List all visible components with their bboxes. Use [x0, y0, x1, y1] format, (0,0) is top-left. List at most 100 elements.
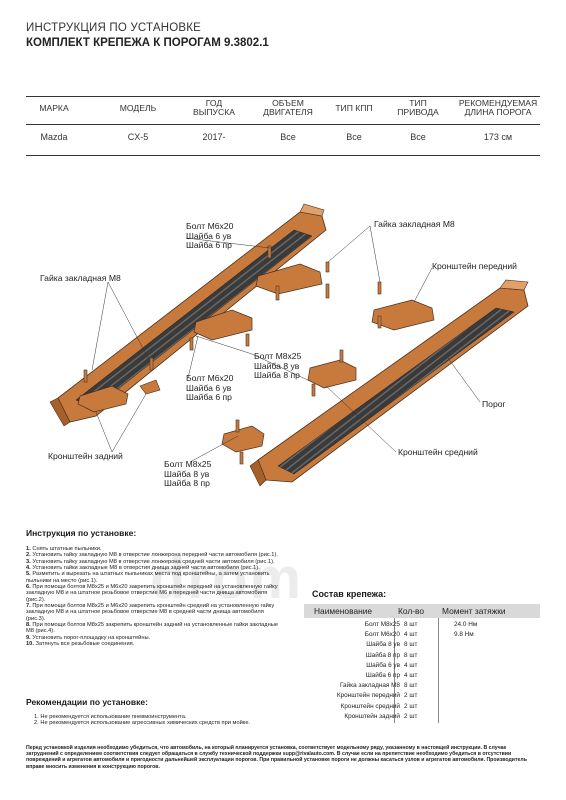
- kit-item-name: Кронштейн передний: [336, 692, 400, 700]
- exploded-view-drawing: [49, 203, 529, 487]
- kit-item-qty: 2 шт: [404, 692, 418, 700]
- list-item: 1. Не рекомендуется использование пневмо…: [34, 714, 187, 720]
- table-bottom-rule: [26, 155, 540, 156]
- list-item: 8. При помощи болтов M8x25 закрепить кро…: [26, 622, 279, 635]
- col-year: ГОД ВЫПУСКА 2017-: [190, 96, 238, 156]
- list-item: 4. Установить гайки закладные M8 в отвер…: [26, 565, 260, 572]
- kit-item-name: Шайба 8 ув: [366, 641, 400, 649]
- kit-col-torque: Момент затяжки: [442, 606, 506, 616]
- label-bolt-m8-mid: Болт M8x25 Шайба 8 ув Шайба 8 пр: [254, 351, 302, 380]
- label-bolt-m8-bottom: Болт M8x25 Шайба 8 ув Шайба 8 пр: [164, 459, 212, 488]
- installation-diagram: Болт M6x20 Шайба 6 ув Шайба 6 пр Гайка з…: [0, 190, 566, 510]
- col-drive: ТИП ПРИВОДА Все: [390, 96, 446, 156]
- label-bracket-rear: Кронштейн задний: [48, 451, 123, 461]
- kit-item-qty: 8 шт: [404, 682, 418, 690]
- table-mid-rule: [26, 124, 540, 125]
- col-header: МАРКА: [39, 103, 69, 113]
- leader-lines: [91, 225, 481, 463]
- label-nut-m8-right: Гайка закладная M8: [374, 219, 455, 229]
- instructions-list: 1. Снять штатные пыльники. 2. Установить…: [26, 546, 281, 648]
- kit-item-qty: 4 шт: [404, 631, 418, 639]
- kit-item-qty: 2 шт: [404, 712, 418, 720]
- col-value: Mazda: [40, 132, 68, 142]
- document-subtitle: КОМПЛЕКТ КРЕПЕЖА К ПОРОГАМ 9.3802.1: [26, 37, 269, 49]
- table-top-rule: [26, 96, 540, 97]
- list-item: 5. Разметить и вырезать на штатных пыльн…: [26, 571, 270, 584]
- bracket-front-right: [371, 299, 435, 331]
- sill-right: [249, 279, 529, 487]
- table-row: Шайба 8 пр 8 шт: [304, 652, 540, 661]
- kit-item-name: Болт M6x20: [364, 631, 400, 639]
- col-value: Все: [346, 132, 362, 142]
- kit-item-name: Кронштейн задний: [344, 712, 400, 720]
- list-item: 2. Не рекомендуется использование агресс…: [34, 720, 251, 727]
- bracket-front-left: [255, 263, 323, 295]
- list-item: 3. Установить гайку закладную M8 в отвер…: [26, 558, 275, 565]
- kit-item-name: Болт M8x25: [364, 621, 400, 628]
- label-bracket-middle: Кронштейн средний: [398, 447, 478, 457]
- kit-item-name: Шайба 6 ув: [366, 661, 400, 669]
- col-value: 173 см: [483, 132, 513, 142]
- bracket-middle-left: [193, 309, 253, 341]
- table-row: Гайка закладная M8 8 шт: [304, 682, 540, 691]
- col-header: ОБЪЕМ ДВИГАТЕЛЯ: [263, 98, 313, 117]
- kit-item-qty: 8 шт: [404, 621, 418, 628]
- col-value: Все: [410, 132, 426, 142]
- label-sill: Порог: [482, 399, 506, 409]
- list-item: 6. При помощи болтов M8x25 и M6x20 закре…: [26, 584, 278, 603]
- col-header: ГОД ВЫПУСКА: [193, 98, 235, 117]
- bracket-rear-left: [77, 379, 161, 413]
- sill-left: [49, 203, 327, 427]
- table-row: Шайба 8 ув 8 шт: [304, 641, 540, 650]
- table-row: Шайба 6 ув 4 шт: [304, 662, 540, 671]
- list-item: 9. Установить порог-площадку на кронштей…: [26, 634, 151, 641]
- list-item: 10. Затянуть все резьбовые соединения.: [26, 641, 135, 648]
- recommendations-heading: Рекомендации по установке:: [26, 697, 148, 707]
- list-item: 7. При помощи болтов M8x25 и M6x20 закре…: [26, 603, 275, 622]
- col-engine: ОБЪЕМ ДВИГАТЕЛЯ Все: [260, 96, 316, 156]
- document-title: ИНСТРУКЦИЯ ПО УСТАНОВКЕ: [26, 22, 202, 34]
- kit-item-qty: 4 шт: [404, 661, 418, 669]
- kit-col-name: Наименование: [314, 606, 373, 616]
- kit-item-name: Гайка закладная M8: [339, 682, 400, 690]
- col-header: ТИП КПП: [335, 103, 373, 113]
- bracket-rear-right: [221, 425, 265, 453]
- kit-col-divider: [394, 618, 395, 723]
- table-row: Кронштейн задний 2 шт: [304, 713, 540, 722]
- recommendations-list: 1. Не рекомендуется использование пневмо…: [34, 714, 284, 727]
- col-length: РЕКОМЕНДУЕМАЯ ДЛИНА ПОРОГА 173 см: [450, 96, 546, 156]
- col-value: 2017-: [202, 132, 226, 142]
- kit-item-name: Кронштейн средний: [340, 702, 400, 710]
- footer-note: Перед установкой изделия необходимо убед…: [26, 745, 527, 770]
- kit-heading: Состав крепежа:: [312, 589, 387, 599]
- col-model: МОДЕЛЬ CX-5: [108, 96, 168, 156]
- label-nut-m8-left: Гайка закладная M8: [40, 273, 121, 283]
- kit-item-name: Шайба 8 пр: [365, 651, 400, 659]
- table-row: Шайба 6 пр 4 шт: [304, 672, 540, 681]
- col-header: ТИП ПРИВОДА: [397, 98, 439, 117]
- col-header: РЕКОМЕНДУЕМАЯ ДЛИНА ПОРОГА: [458, 98, 538, 117]
- label-bracket-front: Кронштейн передний: [432, 261, 517, 271]
- kit-table-header: Наименование Кол-во Момент затяжки: [304, 604, 540, 618]
- col-value: Все: [280, 132, 296, 142]
- list-item: 1. Снять штатные пыльники.: [26, 546, 102, 552]
- col-value: CX-5: [127, 132, 149, 142]
- label-bolt-m6-mid: Болт M6x20 Шайба 6 ув Шайба 6 пр: [186, 373, 234, 402]
- kit-item-name: Шайба 6 пр: [365, 672, 400, 679]
- kit-col-qty: Кол-во: [398, 606, 425, 616]
- kit-item-qty: 8 шт: [404, 651, 418, 659]
- kit-item-qty: 4 шт: [404, 672, 418, 679]
- col-header: МОДЕЛЬ: [119, 103, 157, 113]
- kit-item-qty: 2 шт: [404, 702, 418, 710]
- instructions-heading: Инструкция по установке:: [26, 528, 137, 538]
- col-make: МАРКА Mazda: [26, 96, 82, 156]
- table-row: Болт M8x25 8 шт 24.0 Нм: [304, 621, 540, 630]
- label-bolt-m6-top: Болт M6x20 Шайба 6 ув Шайба 6 пр: [186, 221, 234, 250]
- table-row: Кронштейн средний 2 шт: [304, 703, 540, 712]
- list-item: 2. Установить гайку закладную M8 в отвер…: [26, 552, 278, 559]
- col-gearbox: ТИП КПП Все: [326, 96, 382, 156]
- table-row: Кронштейн передний 2 шт: [304, 692, 540, 701]
- kit-item-torque: 24.0 Нм: [454, 621, 478, 628]
- kit-item-qty: 8 шт: [404, 641, 418, 649]
